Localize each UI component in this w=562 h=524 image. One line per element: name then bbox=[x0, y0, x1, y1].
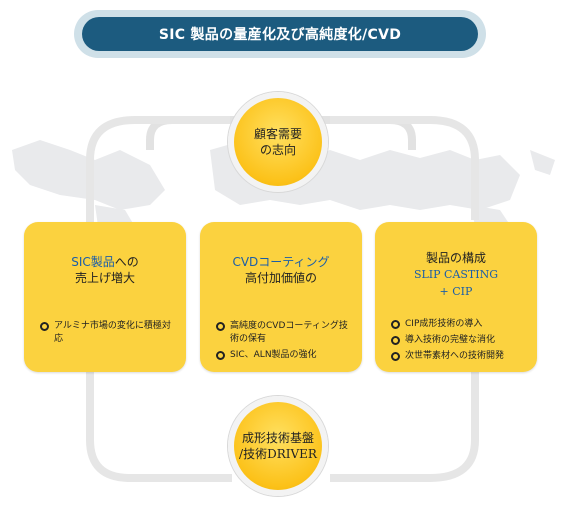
technology-base-line2: /技術DRIVER bbox=[239, 447, 317, 461]
title-text: SIC 製品の量産化及び高純度化/CVD bbox=[82, 17, 478, 51]
technology-base-circle: 成形技術基盤 /技術DRIVER bbox=[228, 396, 328, 496]
card-product-composition-bullets: CIP成形技術の導入 導入技術の完璧な消化 次世帯素材への技術開発 bbox=[391, 318, 529, 366]
title-banner: SIC 製品の量産化及び高純度化/CVD bbox=[74, 10, 486, 58]
card-cvd-coating-title-blue: CVDコーティング bbox=[232, 255, 330, 269]
list-item: SIC、ALN製品の強化 bbox=[216, 349, 354, 362]
card-product-composition-title-blue2: SLIP CASTING bbox=[413, 268, 499, 281]
card-product-composition-title-line1: 製品の構成 bbox=[425, 251, 486, 265]
list-item: CIP成形技術の導入 bbox=[391, 318, 529, 331]
card-sic-sales-title-line2: 売上げ増大 bbox=[74, 271, 135, 285]
bullet-icon bbox=[216, 351, 225, 360]
card-cvd-coating: CVDコーティング 高付加価値の 高純度のCVDコーティング技術の保有 SIC、… bbox=[200, 222, 362, 372]
list-item: 導入技術の完璧な消化 bbox=[391, 334, 529, 347]
card-cvd-coating-title: CVDコーティング 高付加価値の bbox=[200, 254, 362, 286]
list-item: アルミナ市場の変化に積極対応 bbox=[40, 320, 178, 346]
card-sic-sales-bullets: アルミナ市場の変化に積極対応 bbox=[40, 320, 178, 349]
list-item: 次世帯素材への技術開発 bbox=[391, 350, 529, 363]
bullet-icon bbox=[391, 336, 400, 345]
card-product-composition-title: 製品の構成 SLIP CASTING + CIP bbox=[375, 250, 537, 300]
customer-demand-circle: 顧客需要 の志向 bbox=[228, 92, 328, 192]
card-product-composition-title-blue3: + CIP bbox=[439, 285, 473, 298]
card-cvd-coating-bullets: 高純度のCVDコーティング技術の保有 SIC、ALN製品の強化 bbox=[216, 320, 354, 365]
card-cvd-coating-title-line2: 高付加価値の bbox=[244, 271, 317, 285]
customer-demand-line2: の志向 bbox=[259, 143, 296, 157]
card-sic-sales-title: SIC製品への 売上げ増大 bbox=[24, 254, 186, 286]
bullet-icon bbox=[216, 322, 225, 331]
customer-demand-line1: 顧客需要 bbox=[253, 127, 302, 141]
card-sic-sales: SIC製品への 売上げ増大 アルミナ市場の変化に積極対応 bbox=[24, 222, 186, 372]
list-item: 高純度のCVDコーティング技術の保有 bbox=[216, 320, 354, 346]
card-product-composition: 製品の構成 SLIP CASTING + CIP CIP成形技術の導入 導入技術… bbox=[375, 222, 537, 372]
bullet-icon bbox=[391, 320, 400, 329]
card-sic-sales-title-rest: への bbox=[114, 255, 139, 269]
card-sic-sales-title-blue: SIC製品 bbox=[71, 255, 115, 269]
bullet-icon bbox=[40, 322, 49, 331]
bullet-icon bbox=[391, 352, 400, 361]
technology-base-line1: 成形技術基盤 bbox=[241, 431, 314, 445]
